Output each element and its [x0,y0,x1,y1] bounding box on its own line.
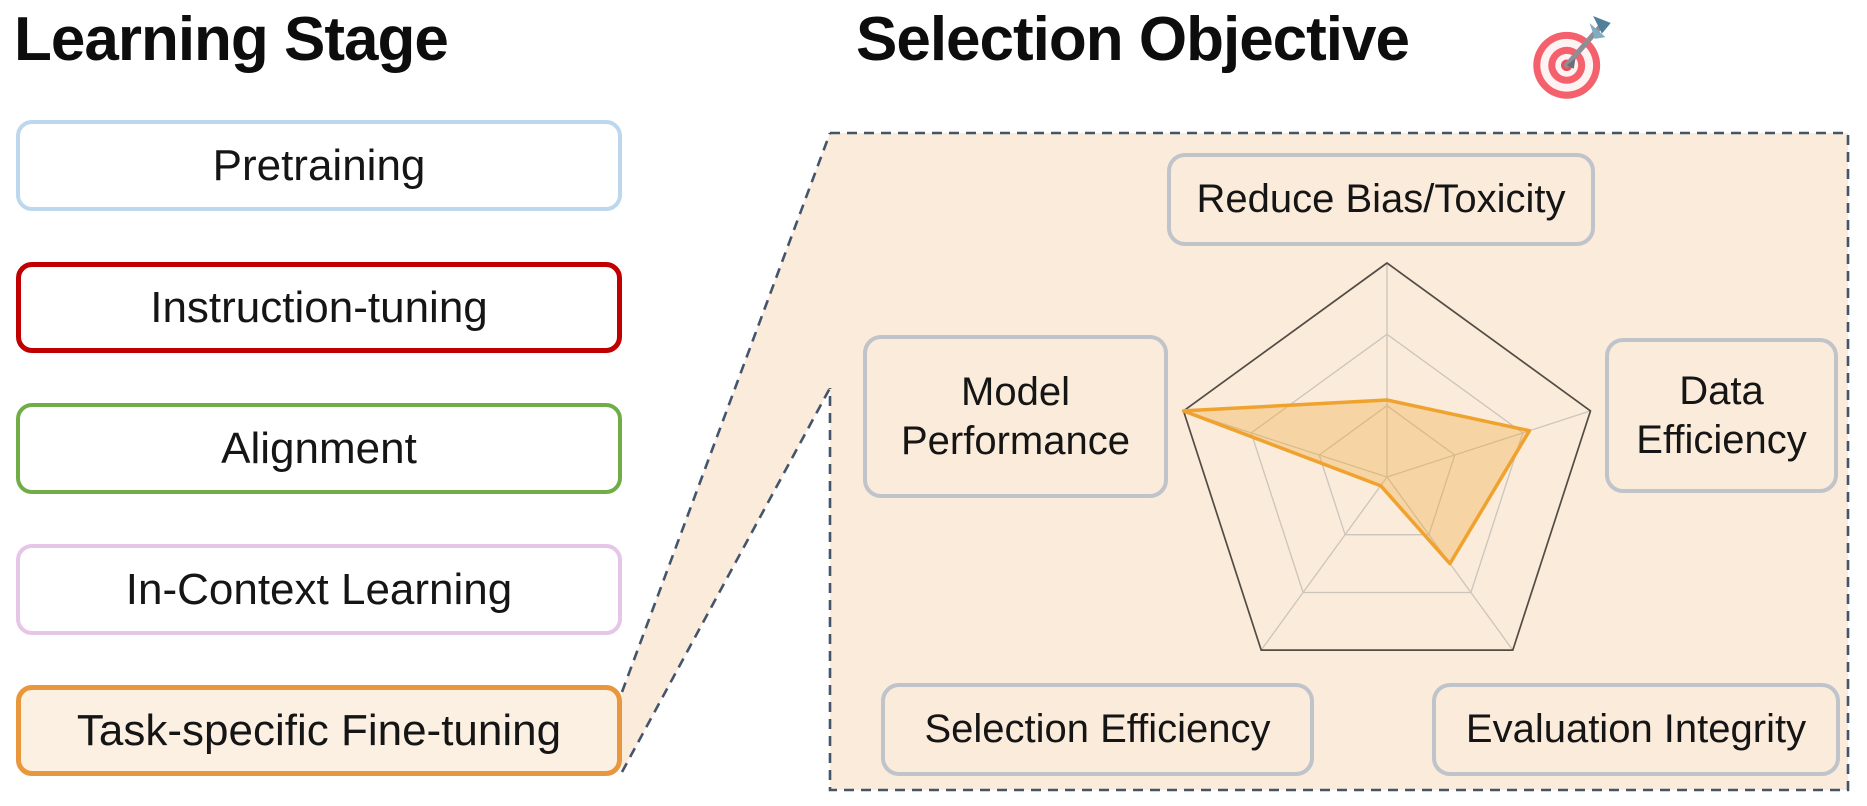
stage-box-instruction-tuning: Instruction-tuning [16,262,622,353]
zoom-connector-top-line [620,132,832,693]
objective-label: Selection Efficiency [924,707,1271,752]
stage-label: Instruction-tuning [150,282,488,332]
stage-label: Pretraining [212,140,426,190]
objective-box-reduce-bias-toxicity: Reduce Bias/Toxicity [1167,153,1595,246]
objective-box-evaluation-integrity: Evaluation Integrity [1432,683,1840,776]
stage-box-in-context-learning: In-Context Learning [16,544,622,635]
stage-label: Task-specific Fine-tuning [76,705,562,755]
radar-gridline [1318,405,1456,536]
zoom-connector-bottom-line [620,387,832,773]
stage-box-pretraining: Pretraining [16,120,622,211]
stage-label: In-Context Learning [125,564,513,614]
target-emoji-icon [1533,16,1611,99]
radar-outer-pentagon [1182,262,1592,651]
selection-objective-title: Selection Objective [856,5,1410,74]
radar-spoke [1386,410,1591,478]
stage-box-alignment: Alignment [16,403,622,494]
learning-stage-title: Learning Stage [14,5,449,74]
objective-label: Evaluation Integrity [1465,707,1807,752]
objective-label: Model Performance [901,369,1130,463]
objective-box-data-efficiency: Data Efficiency [1605,338,1838,493]
selection-panel-border [828,131,1850,792]
objective-box-model-performance: Model Performance [863,335,1168,498]
zoom-funnel-shape [622,133,830,772]
stage-label: Alignment [221,423,417,473]
objective-label: Data Efficiency [1636,368,1807,462]
radar-gridline [1250,333,1524,594]
stage-box-task-specific-fine-tuning: Task-specific Fine-tuning [16,685,622,776]
objective-box-selection-efficiency: Selection Efficiency [881,683,1314,776]
radar-chart [1181,262,1592,651]
radar-data-polygon [1181,398,1532,566]
objective-label: Reduce Bias/Toxicity [1196,177,1566,222]
radar-spoke [1260,476,1388,651]
